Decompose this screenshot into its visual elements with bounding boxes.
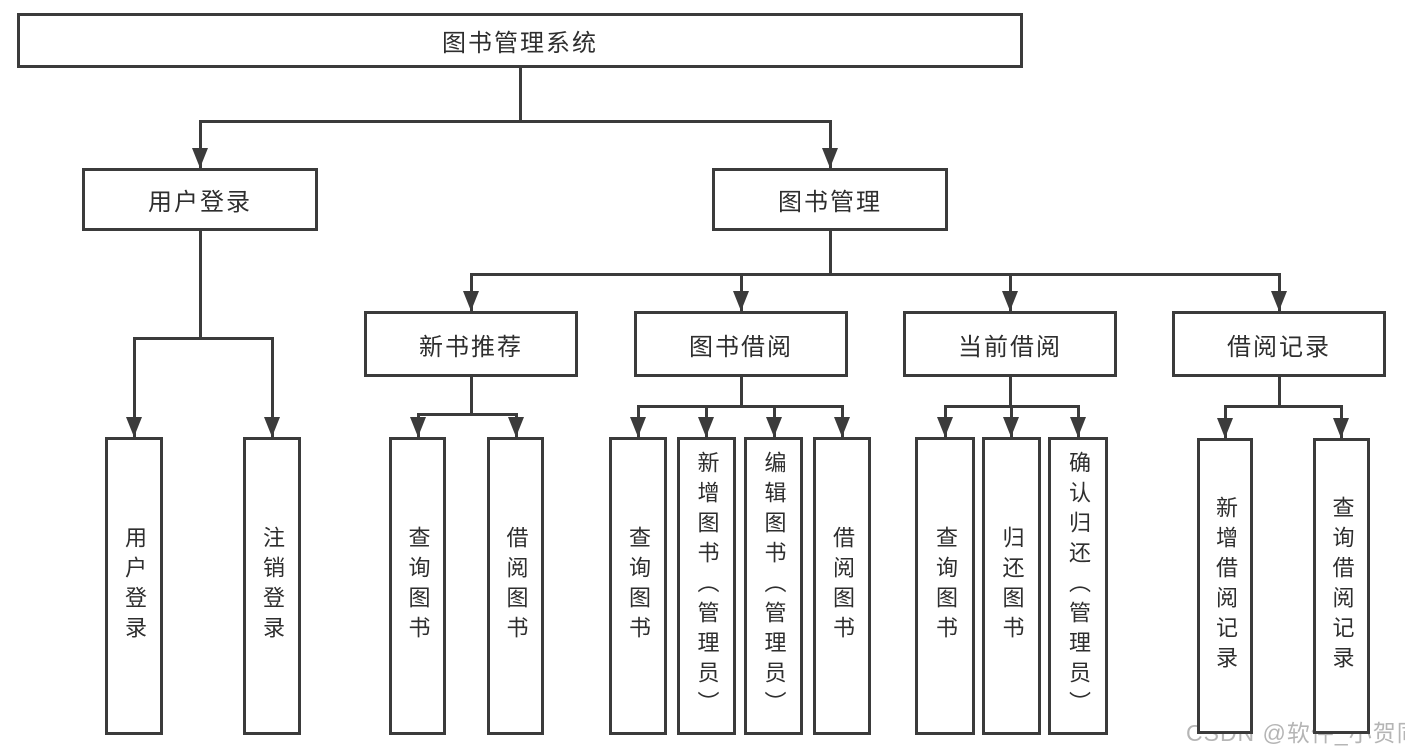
leaf-bor-add-books: 新增图书（管理员） [677, 437, 736, 735]
leaf-cur-confirm-return-label: 确认归还（管理员） [1066, 451, 1091, 721]
arrowhead-down-icon [126, 417, 142, 437]
connector-line [518, 68, 522, 123]
arrowhead-down-icon [733, 291, 749, 311]
arrowhead-down-icon [1002, 291, 1018, 311]
arrowhead-down-icon [1217, 418, 1233, 438]
node-book-borrowing: 图书借阅 [634, 311, 848, 377]
connector-line [1277, 377, 1281, 408]
connector-line [739, 377, 743, 408]
connector-line [198, 120, 202, 168]
leaf-logout-label: 注销登录 [260, 526, 285, 646]
leaf-recdb-query-record: 查询借阅记录 [1313, 438, 1370, 734]
leaf-bor-query-books: 查询图书 [609, 437, 667, 735]
leaf-recdb-add-record-label: 新增借阅记录 [1213, 496, 1238, 676]
node-book-management: 图书管理 [712, 168, 948, 231]
node-user-login: 用户登录 [82, 168, 318, 231]
arrowhead-down-icon [1070, 417, 1086, 437]
connector-line [469, 273, 1281, 276]
connector-line [132, 337, 136, 437]
node-user-login-label: 用户登录 [148, 189, 252, 216]
leaf-cur-confirm-return: 确认归还（管理员） [1048, 437, 1108, 735]
arrowhead-down-icon [508, 417, 524, 437]
leaf-cur-query-books: 查询图书 [915, 437, 975, 735]
node-borrowing-records: 借阅记录 [1172, 311, 1386, 377]
arrowhead-down-icon [463, 291, 479, 311]
node-current-borrowing-label: 当前借阅 [958, 333, 1062, 361]
leaf-bor-borrow-books: 借阅图书 [813, 437, 871, 735]
connector-line [198, 231, 202, 340]
leaf-rec-borrow-books-label: 借阅图书 [503, 526, 529, 646]
node-root-system: 图书管理系统 [17, 13, 1023, 68]
node-borrowing-records-label: 借阅记录 [1227, 333, 1331, 361]
arrowhead-down-icon [1271, 291, 1287, 311]
arrowhead-down-icon [410, 417, 426, 437]
arrowhead-down-icon [1003, 417, 1019, 437]
leaf-logout: 注销登录 [243, 437, 301, 735]
arrowhead-down-icon [698, 417, 714, 437]
connector-line [469, 377, 473, 416]
node-new-book-recommend-label: 新书推荐 [419, 333, 523, 361]
arrowhead-down-icon [766, 417, 782, 437]
arrowhead-down-icon [937, 417, 953, 437]
connector-line [1008, 377, 1012, 408]
arrowhead-down-icon [192, 148, 208, 168]
arrowhead-down-icon [630, 417, 646, 437]
leaf-cur-return-books-label: 归还图书 [999, 526, 1025, 646]
leaf-rec-query-books: 查询图书 [389, 437, 446, 735]
leaf-user-login: 用户登录 [105, 437, 163, 735]
connector-line [636, 405, 844, 408]
connector-line [416, 413, 518, 416]
leaf-rec-query-books-label: 查询图书 [405, 526, 431, 646]
node-new-book-recommend: 新书推荐 [364, 311, 578, 377]
connector-line [1223, 405, 1343, 408]
arrowhead-down-icon [834, 417, 850, 437]
connector-line [132, 337, 274, 340]
connector-line [828, 231, 832, 276]
node-book-borrowing-label: 图书借阅 [689, 333, 793, 361]
connector-line [828, 120, 832, 168]
node-current-borrowing: 当前借阅 [903, 311, 1117, 377]
leaf-user-login-label: 用户登录 [122, 526, 147, 646]
node-root-system-label: 图书管理系统 [442, 30, 598, 57]
leaf-cur-query-books-label: 查询图书 [933, 526, 958, 646]
connector-line [270, 337, 274, 437]
leaf-bor-edit-books-label: 编辑图书（管理员） [761, 451, 787, 721]
leaf-recdb-query-record-label: 查询借阅记录 [1329, 496, 1355, 676]
connector-line [198, 120, 832, 123]
leaf-bor-borrow-books-label: 借阅图书 [830, 526, 855, 646]
arrowhead-down-icon [1333, 418, 1349, 438]
arrowhead-down-icon [264, 417, 280, 437]
leaf-cur-return-books: 归还图书 [982, 437, 1041, 735]
leaf-rec-borrow-books: 借阅图书 [487, 437, 544, 735]
leaf-recdb-add-record: 新增借阅记录 [1197, 438, 1253, 734]
leaf-bor-query-books-label: 查询图书 [626, 526, 651, 646]
arrowhead-down-icon [822, 148, 838, 168]
node-book-management-label: 图书管理 [778, 189, 882, 216]
leaf-bor-edit-books: 编辑图书（管理员） [744, 437, 803, 735]
leaf-bor-add-books-label: 新增图书（管理员） [694, 451, 720, 721]
